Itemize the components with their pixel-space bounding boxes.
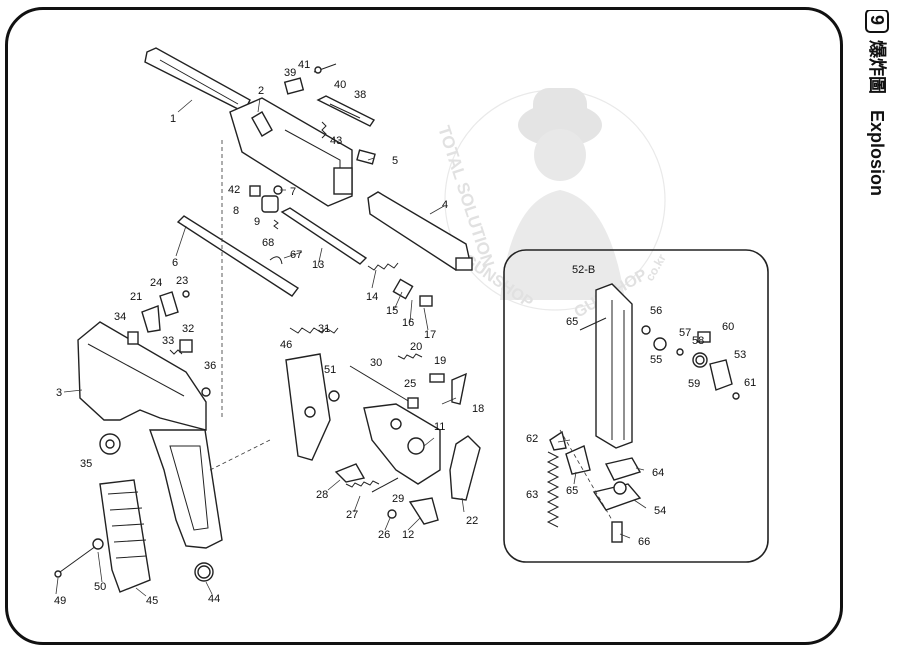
- part-label-20: 20: [410, 341, 422, 353]
- part-label-54: 54: [654, 505, 666, 517]
- part-label-9: 9: [254, 216, 260, 228]
- watermark-domain: co.kr: [642, 251, 669, 283]
- leader-lines: [55, 97, 647, 597]
- part-label-6: 6: [172, 257, 178, 269]
- part-label-68: 68: [262, 237, 274, 249]
- part-label-29: 29: [392, 493, 404, 505]
- part-label-1: 1: [170, 113, 176, 125]
- part-label-38: 38: [354, 89, 366, 101]
- part-label-39: 39: [284, 67, 296, 79]
- part-label-11: 11: [434, 421, 445, 433]
- part-label-56: 56: [650, 305, 662, 317]
- part-label-44: 44: [208, 593, 220, 605]
- part-label-17: 17: [424, 329, 436, 341]
- part-label-28: 28: [316, 489, 328, 501]
- watermark: TOTAL SOLUTION GUNSHOP GUNSHOP co.kr: [434, 88, 669, 321]
- title-chinese: 爆炸圖: [867, 40, 888, 94]
- part-label-21: 21: [130, 291, 142, 303]
- part-label-60: 60: [722, 321, 734, 333]
- part-label-35: 35: [80, 458, 92, 470]
- magazine-inset: [503, 249, 769, 563]
- part-label-14: 14: [366, 291, 378, 303]
- part-label-8: 8: [233, 205, 239, 217]
- part-label-67: 67: [290, 249, 302, 261]
- part-label-4: 4: [442, 199, 448, 211]
- section-number-box: [865, 10, 889, 33]
- section-title: 9 爆炸圖 Explosion: [865, 10, 889, 196]
- part-label-7: 7: [290, 186, 296, 198]
- part-label-65-bottom: 65: [566, 485, 578, 497]
- part-label-12: 12: [402, 529, 414, 541]
- diagram-frame: [5, 7, 843, 645]
- part-label-65-top: 65: [566, 316, 578, 328]
- part-label-32: 32: [182, 323, 194, 335]
- part-label-33: 33: [162, 335, 174, 347]
- part-label-61: 61: [744, 377, 756, 389]
- title-english: Explosion: [867, 110, 887, 196]
- part-labels: 1 2 3 4 5 6 7 8 9 11 12 13 14 15 16 17 1…: [54, 59, 756, 607]
- part-label-66: 66: [638, 536, 650, 548]
- part-label-55: 55: [650, 354, 662, 366]
- part-label-51: 51: [324, 364, 336, 376]
- part-label-57: 57: [679, 327, 691, 339]
- part-label-42: 42: [228, 184, 240, 196]
- part-label-27: 27: [346, 509, 358, 521]
- part-label-43: 43: [330, 135, 342, 147]
- part-label-18: 18: [472, 403, 484, 415]
- part-label-3: 3: [56, 387, 62, 399]
- main-assembly-drawing: [54, 47, 481, 593]
- part-label-13: 13: [312, 259, 324, 271]
- part-label-58: 58: [692, 335, 704, 347]
- part-label-36: 36: [204, 360, 216, 372]
- part-label-34: 34: [114, 311, 126, 323]
- part-label-25: 25: [404, 378, 416, 390]
- part-label-64: 64: [652, 467, 664, 479]
- part-label-63: 63: [526, 489, 538, 501]
- part-label-46: 46: [280, 339, 292, 351]
- section-number: 9: [867, 15, 887, 25]
- part-label-16: 16: [402, 317, 414, 329]
- part-label-5: 5: [392, 155, 398, 167]
- part-label-49: 49: [54, 595, 66, 607]
- part-label-2: 2: [258, 85, 264, 97]
- part-label-23: 23: [176, 275, 188, 287]
- part-label-59: 59: [688, 378, 700, 390]
- part-label-53: 53: [734, 349, 746, 361]
- part-label-26: 26: [378, 529, 390, 541]
- part-label-50: 50: [94, 581, 106, 593]
- part-label-22: 22: [466, 515, 478, 527]
- part-label-30: 30: [370, 357, 382, 369]
- part-label-31: 31: [318, 323, 330, 335]
- part-label-62: 62: [526, 433, 538, 445]
- part-label-15: 15: [386, 305, 398, 317]
- part-label-45: 45: [146, 595, 158, 607]
- part-label-19: 19: [434, 355, 446, 367]
- part-label-40: 40: [334, 79, 346, 91]
- part-label-24: 24: [150, 277, 162, 289]
- part-label-41: 41: [298, 59, 310, 71]
- part-label-52b: 52-B: [572, 264, 595, 276]
